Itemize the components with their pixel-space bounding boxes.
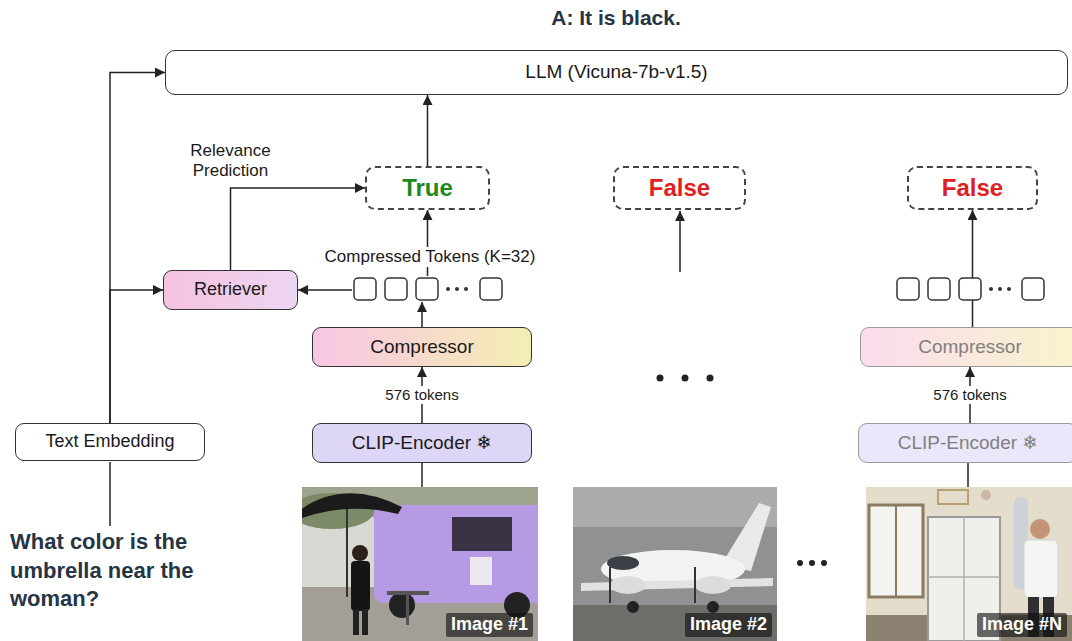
flow-arrow [421, 302, 423, 327]
photo-shape [869, 505, 923, 597]
photo-shape [573, 487, 777, 527]
token-square [385, 278, 407, 300]
image-caption: Image #1 [446, 613, 533, 637]
ellipsis-dot [446, 287, 450, 291]
compressor-box: Compressor [312, 327, 532, 367]
ellipsis-dot [998, 287, 1002, 291]
llm-name: LLM (Vicuna-7b-v1.5) [525, 61, 707, 84]
ellipsis-dot [821, 560, 827, 566]
token-square [354, 278, 376, 300]
photo-shape [695, 576, 731, 594]
flow-arrow [298, 289, 352, 291]
flow-arrow [967, 463, 969, 487]
token-count: 576 tokens [382, 386, 461, 404]
relevance-value: False [649, 174, 710, 203]
photo-shape [573, 487, 777, 641]
ellipsis-dot [464, 287, 468, 291]
flow-arrow [972, 210, 974, 327]
photo-shape [1030, 519, 1050, 539]
photo-shape [938, 490, 968, 504]
ellipsis-dot [657, 375, 664, 382]
photo-shape [895, 505, 897, 597]
photo-shape [346, 505, 348, 597]
flow-arrow [427, 95, 429, 166]
relevance-label: Relevance Prediction [169, 141, 293, 182]
ellipsis-dot [1007, 287, 1011, 291]
ellipsis-dot [797, 560, 803, 566]
encoder-box: CLIP-Encoder ❄ [858, 423, 1072, 463]
input-image: Image #2 [573, 487, 777, 641]
stub-arrow [679, 211, 681, 272]
token-square [959, 278, 981, 300]
token-square [897, 278, 919, 300]
input-image: Image #N [866, 487, 1072, 641]
photo-shape [609, 567, 611, 603]
photo-shape [607, 556, 639, 570]
token-group: Compressed Tokens (K=32) [352, 276, 508, 302]
question-leader [109, 462, 111, 526]
ellipsis-dot [455, 287, 459, 291]
encoder-box: CLIP-Encoder ❄ [312, 423, 532, 463]
photo-shape [352, 545, 368, 561]
module-name: Compressor [918, 336, 1021, 359]
input-image: Image #1 [302, 487, 538, 641]
photo-shape [1024, 540, 1058, 598]
relevance-value: True [402, 174, 453, 203]
llm-box: LLM (Vicuna-7b-v1.5) [165, 50, 1068, 95]
photo-shape [353, 609, 359, 635]
photo-shape [374, 505, 538, 603]
photo-shape [387, 591, 429, 595]
flow-arrow [421, 463, 423, 487]
retriever-box: Retriever [163, 270, 298, 310]
token-square [480, 278, 502, 300]
photo-shape [627, 601, 639, 613]
photo-shape [406, 595, 409, 625]
photo-shape [470, 557, 492, 585]
image-caption: Image #N [977, 613, 1067, 637]
photo-shape [362, 609, 368, 635]
text-embedding-box: Text Embedding [15, 423, 205, 461]
ellipsis-dot [682, 375, 689, 382]
module-name: CLIP-Encoder ❄ [898, 432, 1039, 455]
flow-arrow [110, 290, 163, 423]
token-count: 576 tokens [930, 386, 1009, 404]
photo-shape [389, 592, 415, 618]
token-square [928, 278, 950, 300]
photo-shape [610, 576, 646, 594]
token-square [416, 278, 438, 300]
module-name: CLIP-Encoder ❄ [352, 432, 493, 455]
answer-text: A: It is black. [551, 4, 681, 31]
ellipsis-dot [707, 375, 714, 382]
compressor-box: Compressor [860, 327, 1072, 367]
module-name: Compressor [370, 336, 473, 359]
photo-shape [694, 567, 696, 603]
photo-shape [351, 561, 370, 611]
photo-shape [302, 493, 402, 520]
photo-shape [866, 487, 1072, 641]
question-text: What color is the umbrella near the woma… [10, 528, 225, 614]
relevance-box: True [365, 166, 490, 210]
flow-arrow [110, 73, 165, 424]
relevance-box: False [613, 166, 746, 210]
photo-shape [573, 605, 777, 641]
photo-shape [928, 576, 1000, 578]
token-square [1022, 278, 1044, 300]
photo-shape [452, 517, 512, 551]
photo-shape [981, 490, 991, 500]
photo-shape [707, 601, 719, 613]
ellipsis-dot [809, 560, 815, 566]
photo-shape [963, 517, 965, 641]
relevance-value: False [942, 174, 1003, 203]
token-illustration [352, 276, 508, 302]
relevance-box: False [907, 166, 1038, 210]
image-caption: Image #2 [685, 613, 772, 637]
module-name: Retriever [194, 279, 267, 301]
token-heading: Compressed Tokens (K=32) [321, 247, 540, 267]
module-name: Text Embedding [45, 431, 174, 453]
ellipsis-dot [989, 287, 993, 291]
